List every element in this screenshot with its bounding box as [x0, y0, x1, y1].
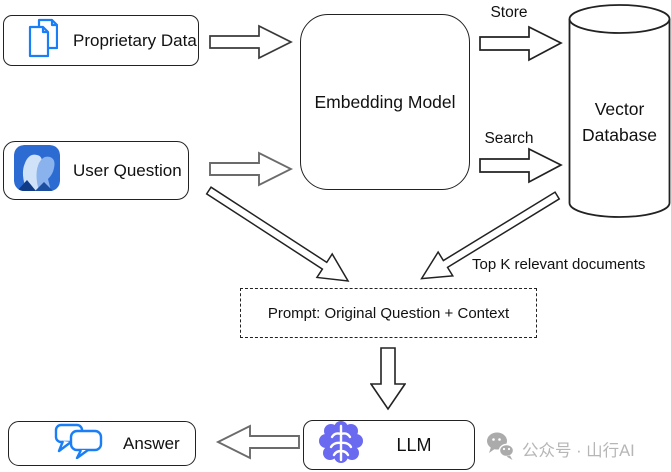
node-llm: LLM	[303, 420, 475, 470]
watermark: 公众号 · 山行AI	[486, 431, 635, 466]
arrow-question-to-prompt	[198, 175, 359, 297]
node-label-llm: LLM	[396, 434, 432, 455]
node-label-vector-database: Vector Database	[582, 99, 657, 145]
brain-icon	[318, 420, 364, 470]
documents-icon	[28, 18, 59, 63]
arrow-prompt-to-llm	[370, 347, 406, 411]
arrow-database-to-prompt	[410, 180, 567, 295]
node-label-user-question: User Question	[73, 160, 182, 180]
edge-label-search: Search	[484, 130, 534, 147]
node-label-answer: Answer	[123, 433, 180, 453]
arrow-search	[479, 146, 563, 184]
node-answer: Answer	[8, 421, 196, 466]
arrow-question-to-embedding	[209, 151, 293, 187]
node-label-prompt: Prompt: Original Question + Context	[267, 304, 510, 322]
node-label-embedding-model: Embedding Model	[314, 91, 456, 112]
watermark-text: 公众号 · 山行AI	[522, 441, 635, 460]
chat-bubbles-icon	[54, 423, 106, 464]
people-icon	[13, 143, 61, 198]
node-user-question: User Question	[3, 141, 189, 200]
node-proprietary-data: Proprietary Data	[3, 15, 199, 66]
arrow-proprietary-to-embedding	[209, 24, 293, 60]
arrow-store	[479, 24, 563, 62]
cylinder-shape	[568, 4, 671, 218]
node-embedding-model: Embedding Model	[300, 14, 470, 190]
node-prompt: Prompt: Original Question + Context	[240, 288, 537, 338]
node-label-proprietary-data: Proprietary Data	[73, 30, 197, 50]
arrow-llm-to-answer	[206, 424, 300, 460]
node-vector-database	[568, 3, 671, 224]
edge-label-top-k: Top K relevant documents	[472, 256, 646, 273]
edge-label-store: Store	[490, 4, 528, 21]
wechat-icon	[486, 431, 515, 466]
